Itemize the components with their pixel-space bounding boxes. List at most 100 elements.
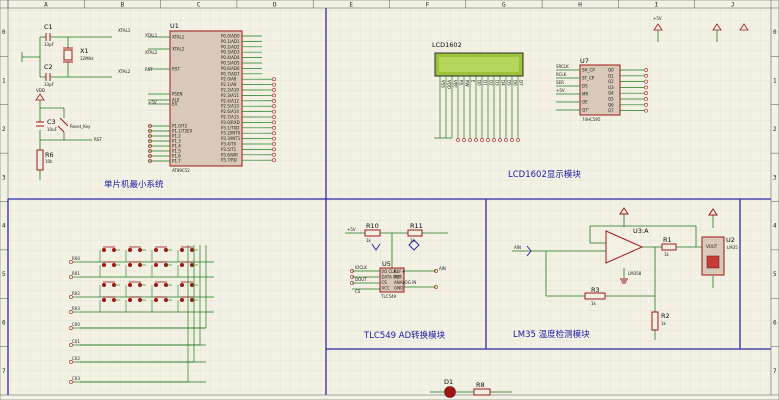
- u1-terminal: [148, 129, 152, 133]
- u1-left-pins: XTAL1XTAL2RSTPSENALEEAP1.0/T2P1.1/T2EXP1…: [148, 35, 193, 164]
- u1-terminal: [148, 139, 152, 143]
- r2-value: 1k: [661, 321, 667, 326]
- u1-right-pin-label: P3.3/INT1: [221, 136, 241, 141]
- keypad-switch-contact: [102, 298, 106, 302]
- ruler-col-label: G: [502, 1, 506, 8]
- lcd-pin-label: D7: [519, 80, 524, 86]
- ruler-row-label: 1: [773, 78, 777, 85]
- u2-part: LM35: [727, 245, 738, 250]
- lcd-terminal: [492, 138, 496, 142]
- u1-terminal: [272, 98, 276, 103]
- ruler-row-label: 7: [773, 368, 777, 375]
- u7-left-pin-label: ST_CP: [582, 76, 595, 81]
- u1-left-pin-label: XTAL1: [172, 35, 185, 40]
- c1-value: 33pF: [44, 42, 55, 47]
- u1-left-pin-label: P1.0/T2: [172, 124, 188, 129]
- u1-right-pin-label: P3.0/RXD: [221, 120, 240, 125]
- keypad-row-terminal: [69, 310, 73, 314]
- lcd-title: LCD1602: [432, 41, 462, 49]
- keypad-col-label: C02: [72, 356, 80, 361]
- u1-right-pin-label: P0.6/AD6: [221, 66, 240, 71]
- u1-terminal: [272, 125, 276, 130]
- lcd-terminal: [456, 138, 460, 142]
- u5-chip: [379, 267, 405, 293]
- u1-net-xtal1: XTAL1: [145, 33, 158, 38]
- u1-right-pin-label: P0.0/AD0: [221, 34, 240, 39]
- lcd-terminal: [480, 138, 484, 142]
- keypad-col-terminal: [69, 326, 73, 330]
- lcd-terminal: [504, 138, 508, 142]
- keypad-row-label: R02: [72, 291, 80, 296]
- u1-terminal: [272, 104, 276, 109]
- u1-chip: [169, 30, 243, 167]
- keypad-row-terminal: [69, 260, 73, 264]
- u5-ref: U5: [382, 260, 391, 268]
- c2-label: C2: [44, 63, 53, 71]
- lcd-pin-label: D4: [501, 80, 506, 86]
- u7-part: 74HC595: [582, 117, 601, 122]
- r10-value: 1k: [366, 238, 372, 243]
- u7-pins: SH_CPST_CPDSMROEQ7'SRCLKRCLKSER+5VQ0Q1Q2…: [556, 64, 648, 113]
- keypad-switch-contact: [102, 283, 106, 287]
- keypad-row-terminal: [69, 295, 73, 299]
- u5-terminal: [350, 269, 354, 273]
- block-title-lm35: LM35 温度检测模块: [513, 329, 590, 340]
- ruler-col-label: F: [426, 1, 430, 8]
- crystal-circuit: [21, 36, 112, 78]
- u7-ref: U7: [580, 57, 589, 65]
- r6-value: 10k: [45, 159, 53, 164]
- keypad-row-terminal: [69, 275, 73, 279]
- u1-right-pin-label: P2.1/A9: [221, 82, 237, 87]
- u1-terminal: [272, 115, 276, 119]
- block-title-mcu: 单片机最小系统: [104, 179, 164, 190]
- u1-right-pin-label: P2.3/A11: [221, 93, 239, 98]
- keypad-col-terminal: [69, 343, 73, 347]
- u1-left-pin-label: XTAL2: [172, 47, 185, 52]
- u1-terminal: [272, 136, 276, 141]
- u5-right-pin-label: REF-: [394, 275, 404, 280]
- d1-led: [444, 386, 456, 398]
- u1-right-pin-label: P2.0/A8: [221, 77, 237, 82]
- lm35-ain-label: AIN: [514, 245, 521, 250]
- u1-right-pin-label: P0.4/AD4: [221, 55, 240, 60]
- ruler-col-label: A: [44, 1, 48, 8]
- u5-right-pin-label: GND: [394, 286, 403, 291]
- u7-right-pin-label: Q6: [608, 102, 614, 107]
- ruler-row-label: 5: [773, 271, 777, 278]
- keypad-switch-contact: [128, 248, 132, 252]
- block-titles: 单片机最小系统 LCD1602显示模块 TLC549 AD转换模块 LM35 温…: [104, 169, 590, 341]
- keypad-switch-contact: [154, 248, 158, 252]
- u7-left-pin-label: SH_CP: [582, 68, 595, 73]
- c2-value: 33pF: [44, 82, 55, 87]
- block-title-adc: TLC549 AD转换模块: [363, 330, 446, 341]
- keypad-col-label: C01: [72, 339, 80, 344]
- u1-left-pin-label: ALE: [172, 98, 180, 103]
- u5-left-pin-label: VCC: [382, 286, 391, 291]
- u7-terminal: [644, 79, 648, 84]
- u2-temp-indicator: [706, 255, 720, 269]
- grid-background: [8, 8, 771, 400]
- rst-net: RST: [94, 137, 102, 142]
- ruler-col-label: D: [273, 1, 277, 8]
- x1-value: 12MHz: [80, 56, 94, 61]
- keypad-col-terminal: [69, 380, 73, 384]
- lcd-terminal: [462, 138, 466, 142]
- lcd-pin-label: D6: [513, 80, 518, 86]
- u5-terminal: [434, 269, 438, 273]
- lcd-pin-label: VDD: [447, 80, 452, 89]
- lcd-pin-label: D1: [483, 80, 488, 86]
- u1-left-pin-label: PSEN: [172, 92, 182, 97]
- r3-label: R3: [591, 286, 600, 294]
- r1-label: R1: [663, 236, 672, 244]
- adc-net-dout: DOUT: [355, 277, 367, 282]
- keypad-row-label: R01: [72, 271, 80, 276]
- u1-right-pin-label: P0.1/AD1: [221, 39, 240, 44]
- u1-right-pin-label: P0.7/AD7: [221, 71, 240, 76]
- u7-terminal: [644, 97, 648, 101]
- u1-right-pin-label: P2.6/A14: [221, 109, 239, 114]
- u1-terminal: [148, 159, 152, 163]
- u5-right-pin-label: REF+: [394, 269, 405, 274]
- r1-value: 1k: [664, 252, 670, 257]
- xtal2-net: XTAL2: [118, 69, 131, 74]
